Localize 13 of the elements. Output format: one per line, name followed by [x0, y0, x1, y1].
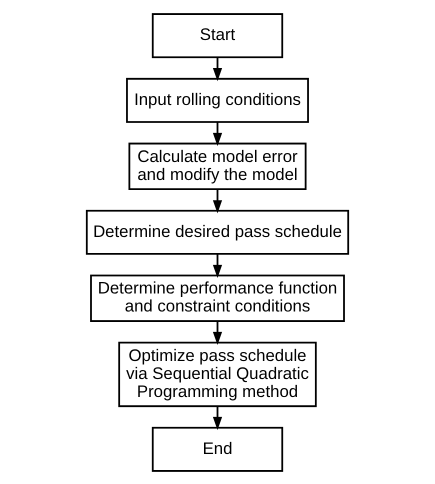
- node-box: Calculate model error and modify the model: [128, 142, 307, 190]
- node-box: End: [152, 426, 284, 472]
- node-box: Start: [152, 12, 284, 58]
- arrow: [212, 56, 222, 81]
- arrow: [212, 188, 222, 213]
- node-box: Input rolling conditions: [126, 77, 309, 122]
- arrow: [212, 320, 222, 345]
- arrow: [212, 253, 222, 278]
- arrow: [212, 406, 222, 430]
- node-box: Optimize pass schedule via Sequential Quadratic Programming method: [118, 341, 317, 407]
- node-box: Determine desired pass schedule: [86, 209, 350, 254]
- node-box: Determine performance function and constraint conditions: [90, 274, 345, 322]
- arrow: [212, 122, 222, 146]
